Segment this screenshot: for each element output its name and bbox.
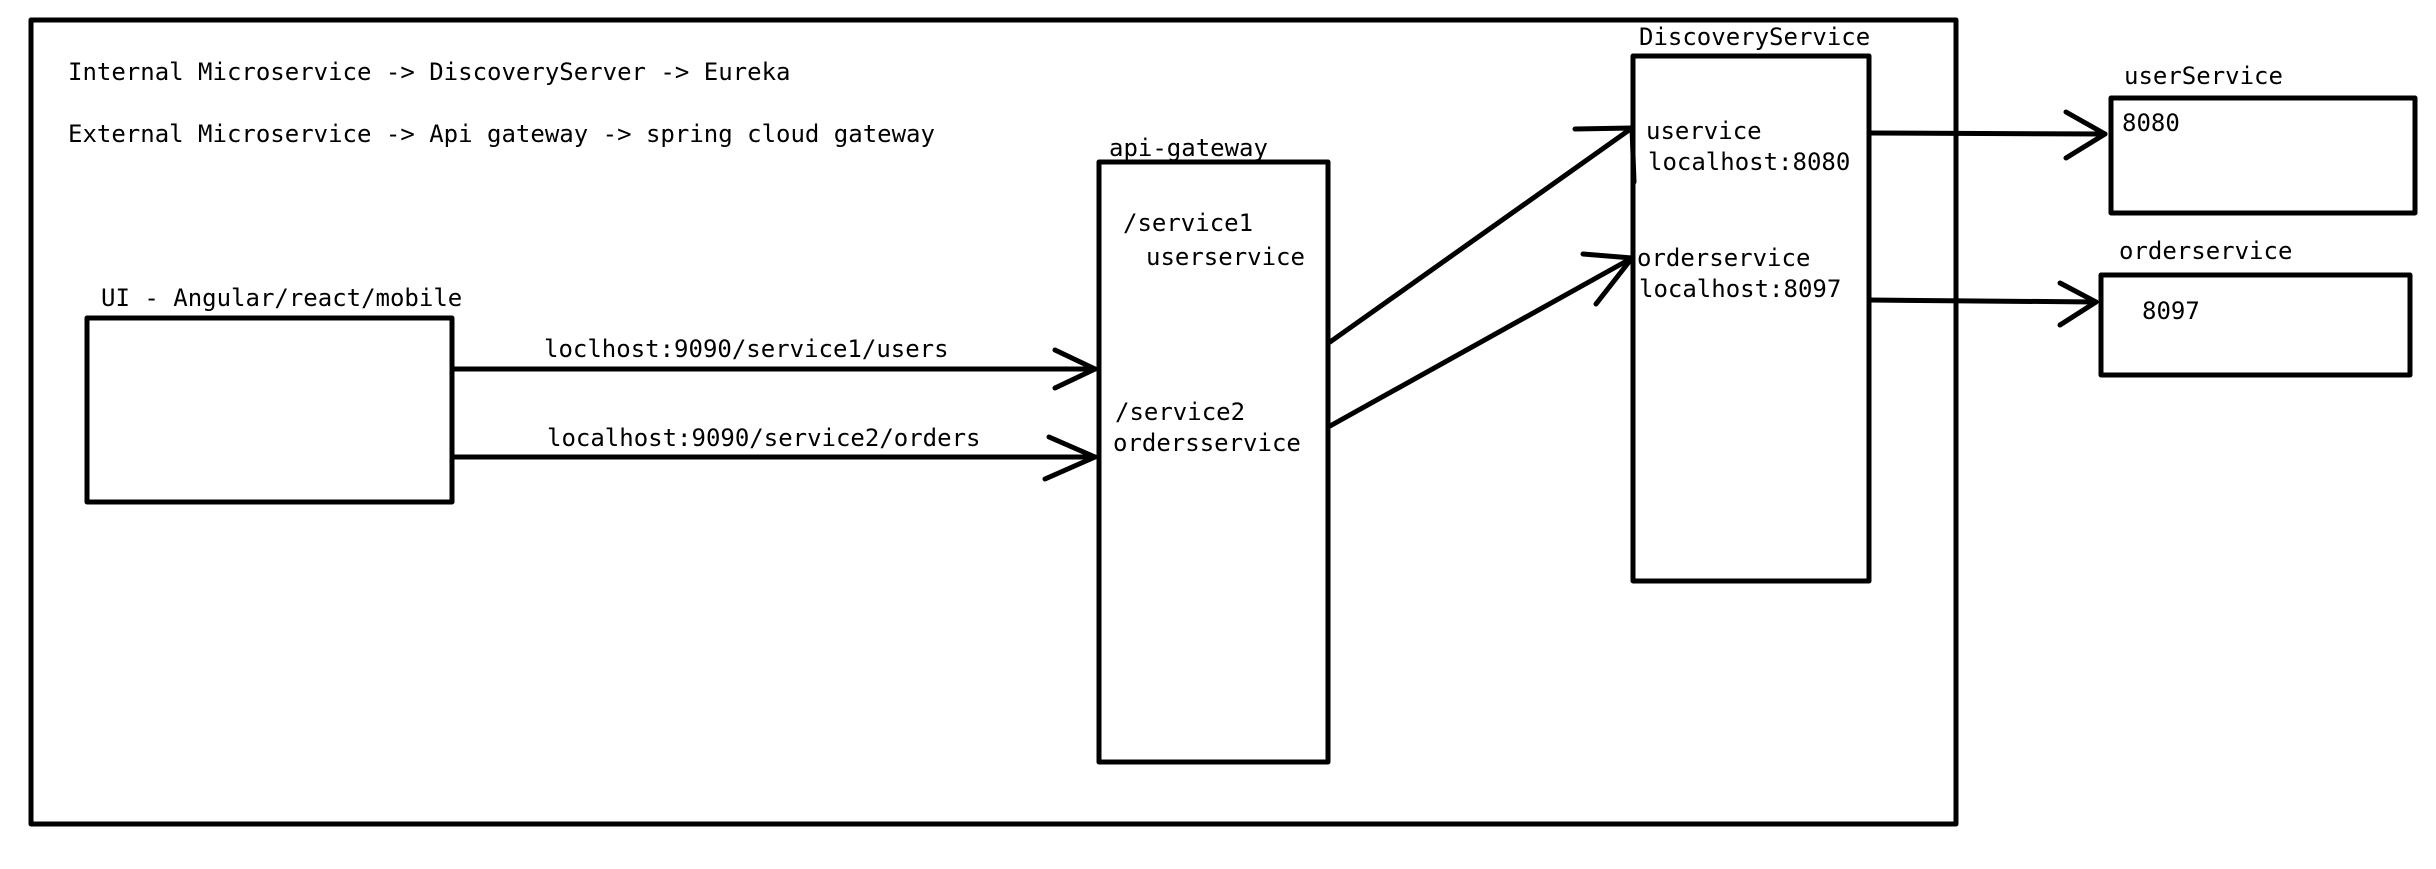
api-gateway-box [1096,159,1331,765]
discovery-entry1-host: localhost:8080 [1648,148,1851,176]
user-service-label: userService [2124,62,2283,90]
route1-target: userservice [1146,243,1305,271]
arrow-to-user-service [1866,109,2108,161]
arrow-gateway-to-uservice [1327,125,1637,345]
arrow-orders-request [449,434,1098,482]
route1-path: /service1 [1123,209,1254,237]
note-internal-microservice: Internal Microservice -> DiscoveryServer… [68,58,791,86]
ui-box-label: UI - Angular/react/mobile [101,284,463,312]
route2-path: /service2 [1115,398,1246,426]
discovery-service-label: DiscoveryService [1639,23,1871,51]
outer-container-box [28,17,1959,827]
discovery-entry2-name: orderservice [1637,244,1811,272]
order-service-label: orderservice [2119,237,2293,265]
order-service-box [2098,272,2413,378]
arrow-to-order-service [1866,280,2099,328]
discovery-entry1-name: uservice [1646,117,1762,145]
discovery-entry2-host: localhost:8097 [1639,275,1842,303]
route2-target: ordersservice [1113,429,1301,457]
ui-box [84,315,455,505]
user-service-port: 8080 [2122,109,2180,137]
discovery-service-box [1630,53,1872,584]
arrow-users-request [449,347,1098,391]
order-service-port: 8097 [2142,297,2200,325]
request-users-label: loclhost:9090/service1/users [544,335,949,363]
arrow-gateway-to-orderservice [1327,251,1635,429]
request-orders-label: localhost:9090/service2/orders [547,424,981,452]
user-service-box [2108,95,2418,216]
note-external-microservice: External Microservice -> Api gateway -> … [68,120,935,148]
api-gateway-label: api-gateway [1109,134,1268,162]
